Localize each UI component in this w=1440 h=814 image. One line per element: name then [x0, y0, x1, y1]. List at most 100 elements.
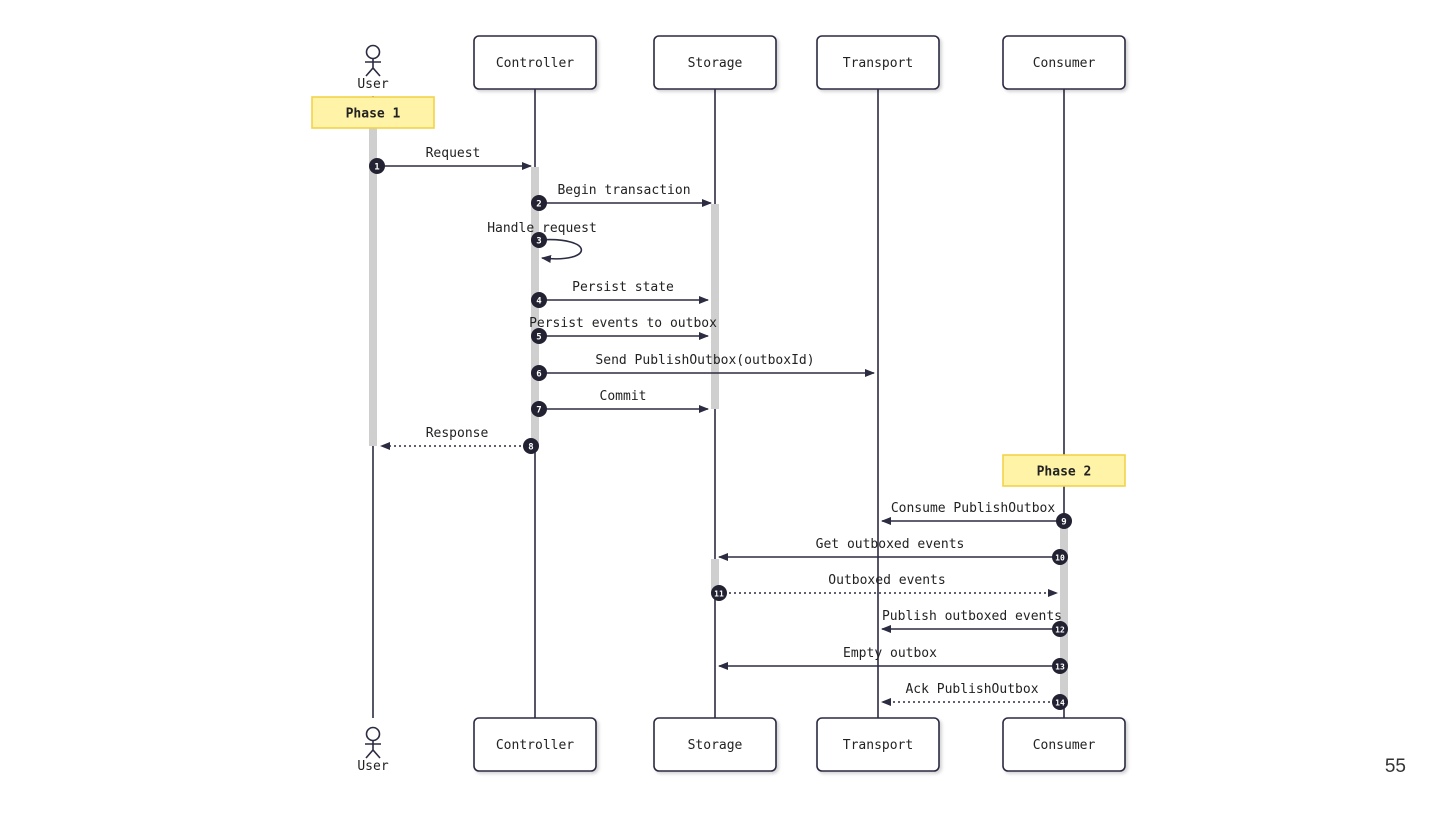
sequence-number: 3 — [536, 236, 541, 246]
sequence-number: 13 — [1055, 662, 1065, 671]
message-14: Ack PublishOutbox 14 — [881, 682, 1068, 710]
participant-box — [1002, 717, 1126, 772]
message-label: Empty outbox — [843, 646, 937, 661]
phase-note: Phase 1 — [311, 96, 435, 129]
message-1: Request 1 — [369, 146, 532, 174]
sequence-number-badge — [711, 585, 727, 601]
participant-label: Transport — [843, 56, 913, 71]
participant-controller-bottom: Controller — [473, 717, 597, 772]
sequence-number: 4 — [536, 296, 542, 306]
sequence-number-badge — [1056, 513, 1072, 529]
participant-box — [473, 717, 597, 772]
page-number: 55 — [1384, 756, 1406, 777]
sequence-number-badge — [1052, 549, 1068, 565]
participant-box — [1002, 35, 1126, 90]
participant-label: Consumer — [1033, 56, 1096, 71]
participant-transport-top: Transport — [816, 35, 940, 90]
sequence-number-badge — [531, 195, 547, 211]
participant-label: Storage — [688, 56, 743, 71]
sequence-number: 10 — [1055, 553, 1065, 562]
participant-consumer-bottom: Consumer — [1002, 717, 1126, 772]
message-label: Persist events to outbox — [529, 316, 717, 331]
sequence-number-badge — [531, 365, 547, 381]
participant-label: Consumer — [1033, 738, 1096, 753]
self-message-arrow — [538, 238, 583, 263]
message-label: Handle request — [487, 221, 597, 236]
message-9: Consume PublishOutbox 9 — [881, 501, 1072, 529]
participant-label: Transport — [843, 738, 913, 753]
message-label: Persist state — [572, 280, 674, 295]
message-label: Get outboxed events — [816, 537, 965, 552]
message-label: Outboxed events — [828, 573, 945, 588]
note-box — [311, 96, 435, 129]
participant-label: Controller — [496, 56, 574, 71]
sequence-number-badge — [531, 328, 547, 344]
participant-consumer-top: Consumer — [1002, 35, 1126, 90]
message-2: Begin transaction 2 — [531, 183, 712, 211]
phase-note: Phase 2 — [1002, 454, 1126, 487]
participant-box — [653, 35, 777, 90]
message-11: Outboxed events 11 — [711, 573, 1058, 601]
message-7: Commit 7 — [531, 389, 709, 417]
sequence-number: 1 — [374, 162, 379, 172]
participant-box — [653, 717, 777, 772]
participant-label: User — [357, 759, 388, 774]
message-label: Commit — [600, 389, 647, 404]
sequence-number-badge — [369, 158, 385, 174]
message-label: Request — [426, 146, 481, 161]
message-8: Response 8 — [380, 426, 539, 454]
actor-head-icon — [365, 726, 381, 742]
participant-transport-bottom: Transport — [816, 717, 940, 772]
activation-bar-storage — [711, 559, 719, 593]
message-label: Consume PublishOutbox — [891, 501, 1056, 516]
sequence-number: 12 — [1055, 625, 1065, 634]
message-13: Empty outbox 13 — [718, 646, 1068, 674]
sequence-number-badge — [1052, 658, 1068, 674]
message-label: Ack PublishOutbox — [905, 682, 1038, 697]
actor-head-icon — [365, 44, 381, 60]
message-label: Publish outboxed events — [882, 609, 1062, 624]
sequence-number: 9 — [1061, 517, 1066, 527]
activation-bar-storage — [711, 204, 719, 409]
message-label: Begin transaction — [557, 183, 690, 198]
participant-label: Storage — [688, 738, 743, 753]
sequence-number-badge — [531, 292, 547, 308]
participant-label: User — [357, 77, 388, 92]
sequence-number-badge — [1052, 621, 1068, 637]
participant-storage-top: Storage — [653, 35, 777, 90]
actor-user-bottom: User — [357, 726, 389, 774]
note-box — [1002, 454, 1126, 487]
sequence-number: 8 — [528, 442, 533, 452]
sequence-number-badge — [531, 232, 547, 248]
actor-body-icon — [365, 740, 381, 759]
note-text: Phase 2 — [1037, 465, 1092, 480]
participant-storage-bottom: Storage — [653, 717, 777, 772]
participant-label: Controller — [496, 738, 574, 753]
sequence-number-badge — [1052, 694, 1068, 710]
note-text: Phase 1 — [346, 107, 401, 122]
sequence-number: 2 — [536, 199, 541, 209]
sequence-number: 5 — [536, 332, 541, 342]
message-6: Send PublishOutbox(outboxId) 6 — [531, 353, 875, 381]
sequence-number: 14 — [1055, 698, 1065, 707]
participant-box — [473, 35, 597, 90]
message-4: Persist state 4 — [531, 280, 709, 308]
activation-bar-consumer — [1060, 521, 1068, 706]
sequence-number: 7 — [536, 405, 541, 415]
sequence-number: 11 — [714, 589, 724, 598]
participant-box — [816, 717, 940, 772]
sequence-number-badge — [531, 401, 547, 417]
message-label: Send PublishOutbox(outboxId) — [595, 353, 814, 368]
activation-bar-user — [369, 128, 377, 446]
actor-body-icon — [365, 58, 381, 77]
participant-controller-top: Controller — [473, 35, 597, 90]
sequence-number: 6 — [536, 369, 541, 379]
sequence-number-badge — [523, 438, 539, 454]
message-label: Response — [426, 426, 489, 441]
actor-user-top: User — [357, 44, 389, 92]
participant-box — [816, 35, 940, 90]
